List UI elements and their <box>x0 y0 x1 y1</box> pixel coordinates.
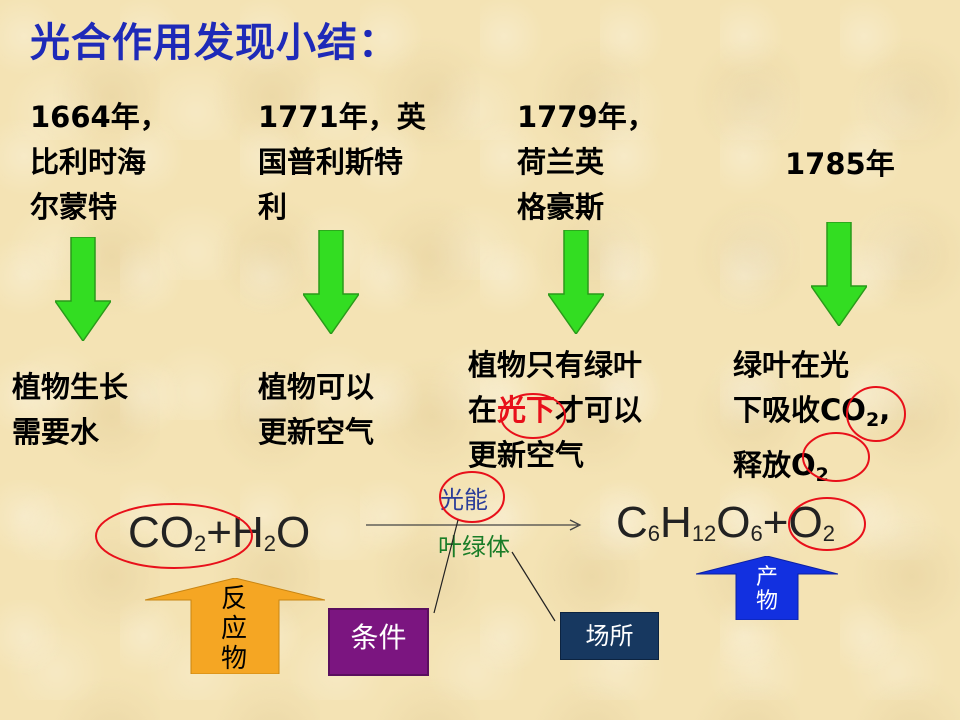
up-arrow-icon <box>696 556 838 620</box>
result-text: , <box>879 393 891 427</box>
label-condition: 条件 <box>328 608 429 676</box>
discovery-1785: 1785年 <box>785 147 895 181</box>
formula-co2: CO <box>128 508 194 557</box>
label-reactants: 反 应 物 <box>220 584 247 674</box>
result-line: 更新空气 <box>468 438 585 472</box>
formula-subscript: 6 <box>647 521 661 546</box>
down-arrow-icon <box>303 230 359 334</box>
red-circle-o2-release <box>802 432 870 482</box>
reactants-formula: CO2+H2O <box>128 508 310 558</box>
location-chloroplast: 叶绿体 <box>438 535 510 561</box>
formula-glucose: C <box>616 498 648 547</box>
formula-subscript: 2 <box>194 531 207 556</box>
label-products: 产 物 <box>755 565 778 614</box>
result-absorb-co2: 绿叶在光 下吸收CO2, 释放O2 <box>733 343 890 498</box>
result-line: 更新空气 <box>258 415 375 449</box>
red-circle-co2 <box>95 503 253 569</box>
chem-subscript: 2 <box>865 409 880 431</box>
red-circle-o2-product <box>788 497 866 551</box>
formula-o2: O <box>788 498 823 547</box>
condition-light-energy: 光能 <box>440 488 488 514</box>
red-circle-co2-absorb <box>846 386 906 442</box>
result-text: 在 <box>468 393 498 427</box>
red-circle-light <box>500 393 566 439</box>
down-arrow-icon <box>548 230 604 334</box>
result-line: 植物可以 <box>258 370 375 404</box>
products-formula: C6H12O6+O2 <box>616 498 835 548</box>
discovery-1771: 1771年，英 国普利斯特 利 <box>258 100 426 224</box>
formula-subscript: 2 <box>822 521 835 546</box>
formula-plus: + <box>206 508 232 557</box>
formula-glucose: O <box>716 498 751 547</box>
formula-subscript: 2 <box>263 531 276 556</box>
page-title: 光合作用发现小结： <box>30 20 399 66</box>
red-circle-light-energy <box>439 471 505 523</box>
callout-lines <box>433 519 556 622</box>
formula-glucose: H <box>660 498 692 547</box>
down-arrow-icon <box>811 222 867 326</box>
result-text: 下吸收 <box>733 393 821 427</box>
result-line: 植物生长 <box>12 370 129 404</box>
result-renew-air: 植物可以 更新空气 <box>258 365 374 455</box>
result-line: 在光下才可以 <box>468 388 642 433</box>
down-arrow-icon <box>55 237 111 341</box>
result-needs-water: 植物生长 需要水 <box>12 365 128 455</box>
result-line: 绿叶在光 <box>733 348 850 382</box>
result-green-leaves-light: 植物只有绿叶 在光下才可以 更新空气 <box>468 343 642 478</box>
formula-h2o: O <box>275 508 311 557</box>
result-text: 释放 <box>733 448 792 482</box>
result-line: 植物只有绿叶 <box>468 348 643 382</box>
result-line: 下吸收CO2, <box>733 388 890 443</box>
highlight-light: 光下 <box>497 393 556 427</box>
up-arrow-icon <box>145 578 325 674</box>
reaction-arrow-icon <box>366 519 582 531</box>
chem-co2: CO <box>820 393 866 427</box>
discovery-1779: 1779年， 荷兰英 格豪斯 <box>517 100 656 224</box>
result-text: 才可以 <box>555 393 643 427</box>
result-line: 需要水 <box>12 415 100 449</box>
formula-subscript: 6 <box>750 521 763 546</box>
formula-subscript: 12 <box>691 521 717 546</box>
label-location: 场所 <box>560 612 659 660</box>
discovery-1664: 1664年， 比利时海 尔蒙特 <box>30 100 169 224</box>
formula-plus: + <box>762 498 789 547</box>
